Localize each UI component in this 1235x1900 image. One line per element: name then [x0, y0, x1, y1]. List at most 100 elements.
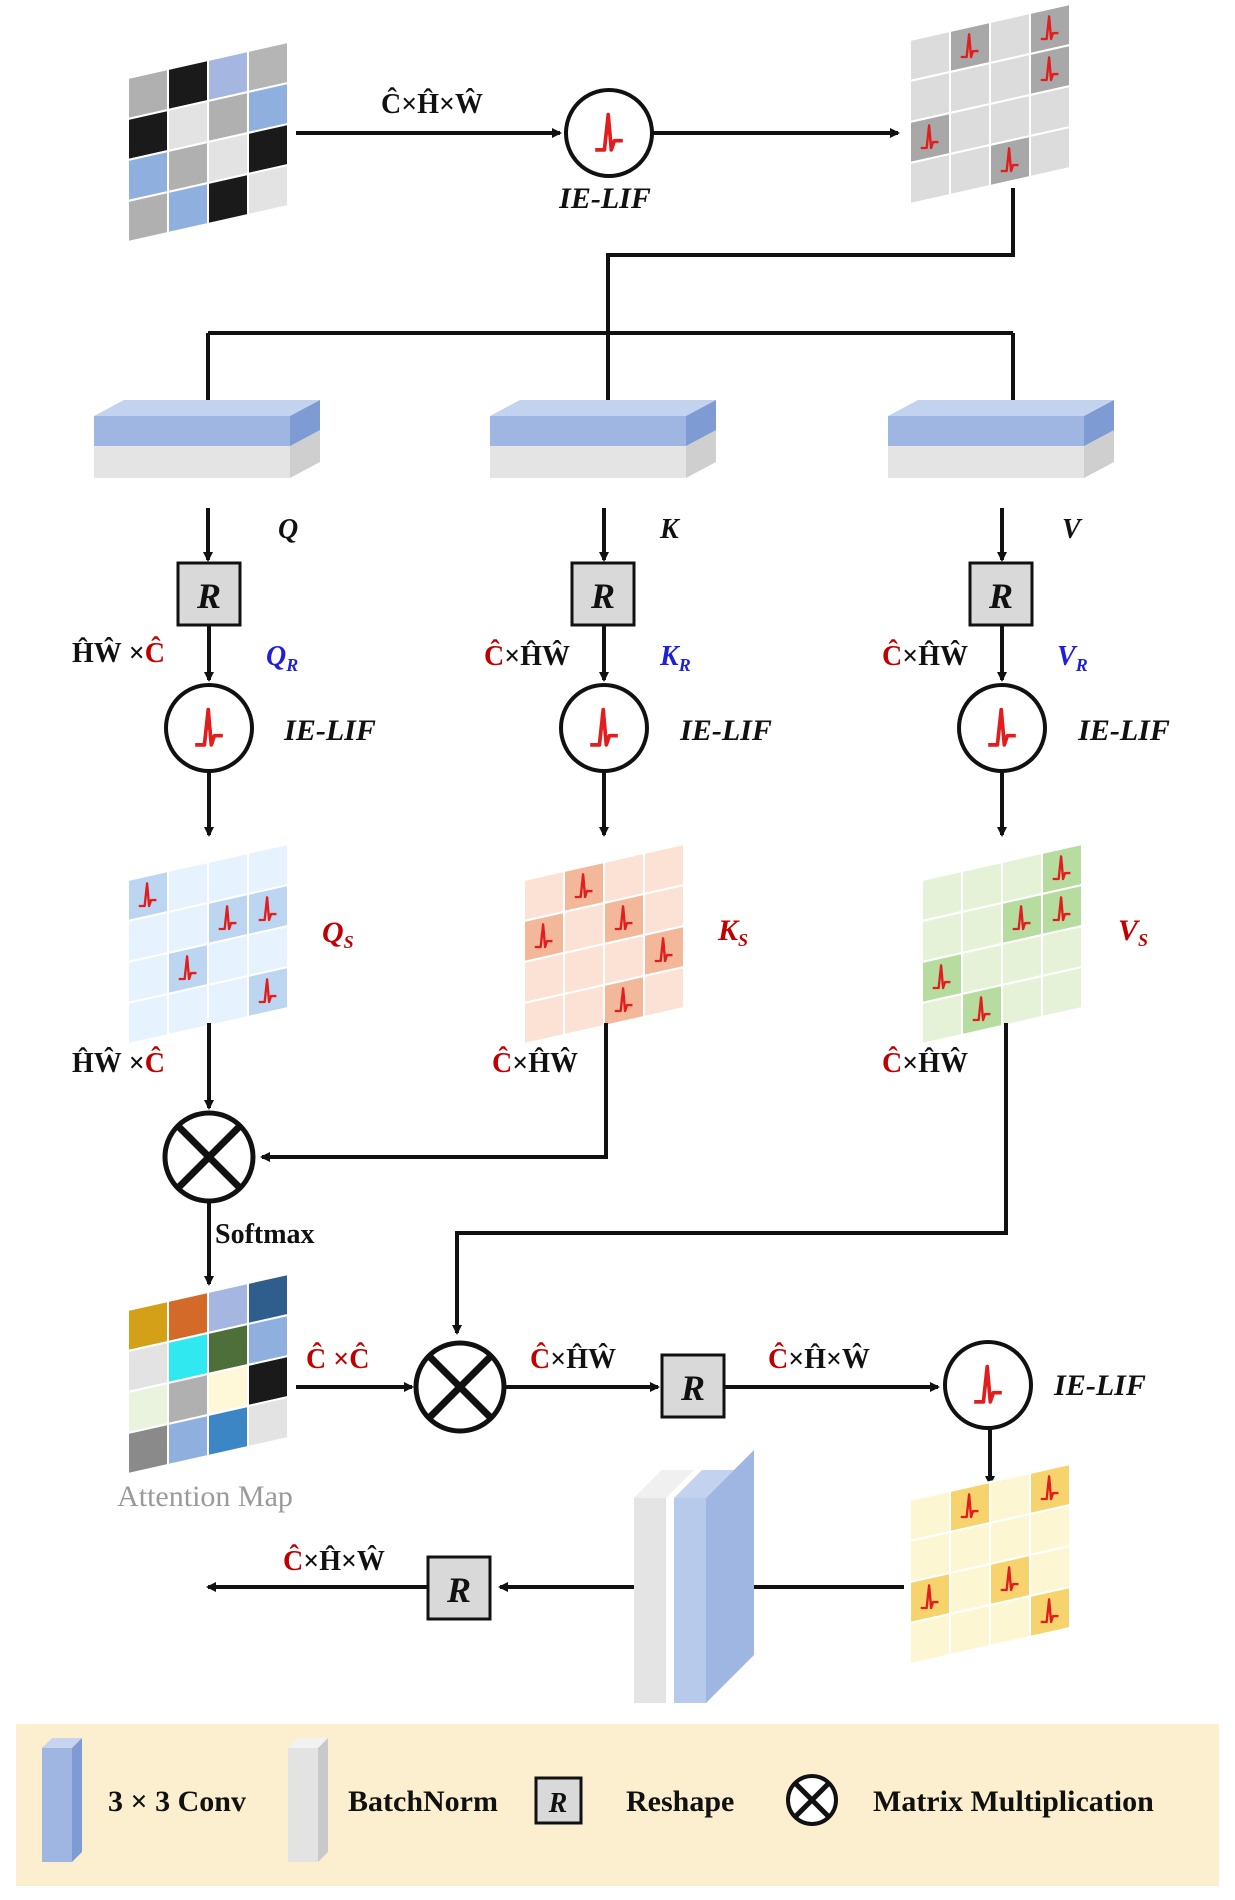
matmul-node-1: [162, 1110, 256, 1204]
reshape-box-final: R: [426, 1555, 492, 1621]
conv-layer-top: [94, 400, 320, 416]
label-v: V: [1062, 514, 1083, 545]
branch-line: [603, 188, 1015, 412]
q-reshape-dims: ĤŴ ×Ĉ: [72, 637, 165, 669]
conv-layer-top: [490, 400, 716, 416]
label-qr: QR: [266, 641, 298, 675]
conv-block-v: [888, 400, 1114, 478]
grid-cell: [127, 1422, 169, 1476]
conv-block-output: [634, 1450, 754, 1703]
grid-cell: [643, 965, 685, 1019]
legend-background: [16, 1724, 1219, 1886]
label-q: Q: [278, 514, 298, 545]
attention-map-grid: [127, 1272, 289, 1476]
conv-layer: [888, 416, 1084, 446]
grid-cell: [247, 1395, 289, 1449]
svg-text:R: R: [446, 1570, 471, 1610]
legend-matmul-icon: [786, 1774, 838, 1826]
conv-layer: [490, 416, 686, 446]
softmax-label: Softmax: [215, 1219, 315, 1250]
grid-cell: [127, 992, 169, 1046]
conv-layer-side: [706, 1450, 754, 1703]
ie-lif-neuron-top: [564, 88, 654, 178]
reshape-box-v: R: [968, 561, 1034, 627]
conv-block-k: [490, 400, 716, 478]
ie-lif-label-v: IE-LIF: [1077, 714, 1170, 747]
grid-cell: [989, 1594, 1031, 1648]
svg-text:R: R: [988, 576, 1013, 616]
conv-layer: [94, 416, 290, 446]
spike-grid-output: [909, 1462, 1071, 1666]
matmul-node-2: [413, 1340, 507, 1434]
svg-text:R: R: [548, 1788, 568, 1819]
arrow-vs-to-matmul2: [452, 1023, 1008, 1335]
grid-cell: [167, 181, 209, 235]
grid-cell: [1001, 974, 1043, 1028]
ie-lif-label-top: IE-LIF: [558, 182, 651, 215]
grid-cell: [1029, 125, 1071, 179]
ks-dims: Ĉ×ĤŴ: [492, 1047, 578, 1079]
batchnorm-layer: [634, 1498, 666, 1703]
legend-conv-label: 3 × 3 Conv: [108, 1785, 246, 1818]
ie-lif-neuron-out: [943, 1340, 1033, 1430]
cc-dims: Ĉ ×Ĉ: [306, 1343, 369, 1375]
legend: 3 × 3 Conv BatchNorm R Reshape Matrix Mu…: [16, 1724, 1219, 1886]
input-feature-grid: [127, 40, 289, 244]
qs-dims: ĤŴ ×Ĉ: [72, 1047, 165, 1079]
grid-cell: [563, 983, 605, 1037]
ie-lif-label-q: IE-LIF: [283, 714, 376, 747]
k-reshape-dims: Ĉ×ĤŴ: [484, 640, 570, 672]
grid-cell: [949, 143, 991, 197]
spike-grid-ks: [523, 842, 685, 1046]
label-k: K: [659, 514, 681, 545]
legend-bn-swatch: [288, 1738, 328, 1862]
spike-feature-grid: [909, 2, 1071, 206]
ie-lif-neuron-k: [559, 683, 649, 773]
grid-cell: [921, 992, 963, 1046]
v-reshape-dims: Ĉ×ĤŴ: [882, 640, 968, 672]
legend-reshape-symbol: R: [534, 1776, 583, 1825]
conv-layer: [674, 1498, 706, 1703]
grid-cell: [167, 983, 209, 1037]
svg-text:R: R: [680, 1368, 705, 1408]
label-ks: KS: [717, 914, 748, 950]
legend-matmul-label: Matrix Multiplication: [873, 1785, 1154, 1818]
legend-conv-swatch: [42, 1738, 82, 1862]
batchnorm-layer: [888, 444, 1084, 478]
ie-lif-neuron-v: [957, 683, 1047, 773]
grid-cell: [909, 152, 951, 206]
grid-cell: [1041, 965, 1083, 1019]
attention-map-label: Attention Map: [117, 1480, 293, 1513]
label-vr: VR: [1057, 641, 1088, 675]
conv-layer-side: [686, 400, 716, 446]
label-qs: QS: [322, 916, 354, 952]
grid-cell: [523, 992, 565, 1046]
label-kr: KR: [659, 641, 691, 675]
batchnorm-layer: [490, 444, 686, 478]
batchnorm-layer: [94, 444, 290, 478]
grid-cell: [909, 1612, 951, 1666]
svg-text:R: R: [196, 576, 221, 616]
r-out-dims: Ĉ×Ĥ×Ŵ: [768, 1343, 870, 1375]
reshape-box-out1: R: [660, 1353, 726, 1419]
legend-reshape-label: Reshape: [626, 1785, 734, 1818]
arrow-ks-to-matmul: [260, 1023, 608, 1162]
conv-block-q: [94, 400, 320, 478]
matmul2-out-dims: Ĉ×ĤŴ: [530, 1343, 616, 1375]
ie-lif-label-k: IE-LIF: [679, 714, 772, 747]
grid-cell: [949, 1603, 991, 1657]
spike-grid-vs: [921, 842, 1083, 1046]
vs-dims: Ĉ×ĤŴ: [882, 1047, 968, 1079]
svg-text:R: R: [590, 576, 615, 616]
grid-cell: [207, 1404, 249, 1458]
conv-layer-side: [1084, 400, 1114, 446]
reshape-box-k: R: [570, 561, 636, 627]
grid-cell: [127, 190, 169, 244]
label-vs: VS: [1118, 914, 1148, 950]
ie-lif-neuron-q: [164, 683, 254, 773]
grid-cell: [167, 1413, 209, 1467]
conv-layer-top: [674, 1470, 734, 1498]
conv-layer-side: [290, 400, 320, 446]
grid-cell: [207, 172, 249, 226]
